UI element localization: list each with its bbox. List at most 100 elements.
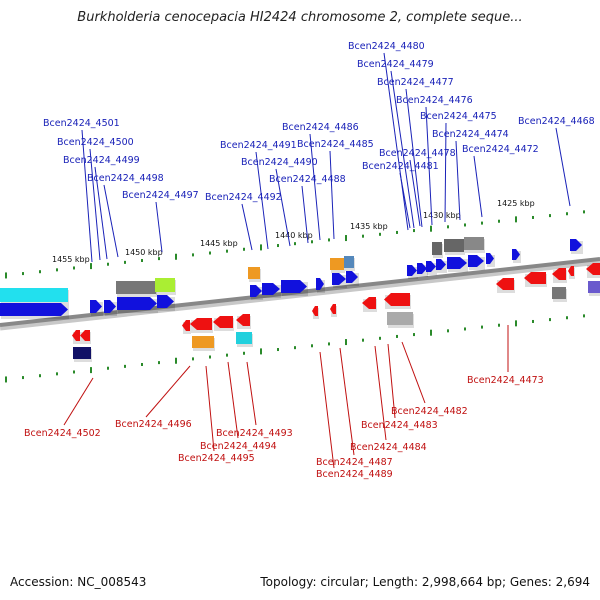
reverse-gene	[384, 293, 410, 306]
forward-gene	[486, 253, 494, 264]
forward-leader-line	[555, 127, 571, 207]
forward-gene-label: Bcen2424_4472	[462, 144, 539, 155]
forward-leader-line	[155, 201, 163, 253]
lower-tick	[243, 351, 245, 355]
lower-tick	[447, 329, 449, 333]
lower-tick	[158, 361, 160, 365]
upper-tick	[107, 262, 109, 266]
lower-tick	[107, 366, 109, 370]
reverse-leader-line	[401, 341, 426, 404]
reverse-leader-line	[63, 377, 94, 426]
reverse-gene	[330, 304, 336, 314]
forward-gene	[332, 273, 346, 285]
reverse-gene	[312, 306, 318, 316]
reverse-gene	[524, 272, 546, 284]
reverse-leader-line	[319, 351, 335, 469]
lower-tick	[532, 319, 534, 323]
reverse-leader-line	[227, 361, 239, 439]
lower-tick	[226, 353, 228, 357]
forward-leader-line	[399, 172, 411, 229]
reverse-gene-label: Bcen2424_4484	[350, 442, 427, 453]
forward-leader-line	[255, 151, 269, 250]
forward-leader-line	[390, 70, 415, 229]
lower-tick	[515, 320, 517, 327]
kbp-tick-label: 1425 kbp	[497, 199, 535, 208]
other-gene	[344, 256, 354, 268]
other-gene	[73, 347, 91, 359]
forward-leader-line	[455, 140, 461, 221]
lower-tick	[277, 348, 279, 352]
label-layer: Bcen2424_4480Bcen2424_4479Bcen2424_4477B…	[24, 41, 595, 480]
forward-gene-label: Bcen2424_4491	[220, 140, 297, 151]
forward-gene-label: Bcen2424_4485	[297, 139, 374, 150]
kbp-tick-label: 1435 kbp	[350, 222, 388, 231]
upper-tick	[566, 212, 568, 216]
lower-tick	[464, 327, 466, 331]
lower-tick	[413, 333, 415, 337]
lower-tick	[328, 342, 330, 346]
forward-leader-line	[383, 52, 409, 231]
reverse-gene	[213, 316, 233, 328]
reverse-gene-label: Bcen2424_4487	[316, 457, 393, 468]
lower-tick	[549, 318, 551, 322]
lower-tick	[396, 334, 398, 338]
forward-gene	[117, 297, 157, 310]
reverse-leader-line	[339, 347, 355, 456]
lower-tick	[311, 344, 313, 348]
upper-tick	[498, 219, 500, 223]
forward-gene	[281, 280, 307, 293]
upper-tick	[311, 240, 313, 244]
other-gene	[0, 288, 68, 302]
forward-leader-line	[409, 159, 421, 227]
forward-gene-label: Bcen2424_4488	[269, 174, 346, 185]
forward-gene	[512, 249, 520, 260]
other-gene	[444, 239, 464, 252]
forward-gene-label: Bcen2424_4478	[379, 148, 456, 159]
upper-tick	[549, 214, 551, 218]
forward-gene	[407, 265, 417, 276]
lower-tick	[56, 372, 58, 376]
forward-leader-line	[94, 166, 108, 260]
lower-tick	[362, 338, 364, 342]
forward-gene	[570, 239, 582, 251]
reverse-leader-line	[145, 365, 191, 418]
lower-tick	[22, 376, 24, 380]
reverse-gene-label: Bcen2424_4495	[178, 453, 255, 464]
forward-gene-label: Bcen2424_4492	[205, 192, 282, 203]
forward-gene	[316, 278, 324, 290]
reverse-gene	[236, 314, 250, 326]
reverse-gene-label: Bcen2424_4494	[200, 441, 277, 452]
forward-leader-line	[275, 168, 291, 247]
upper-tick	[175, 253, 177, 260]
lower-tick	[5, 376, 7, 383]
upper-tick	[56, 268, 58, 272]
kbp-tick-label: 1450 kbp	[125, 248, 163, 257]
reverse-gene	[190, 318, 212, 330]
reverse-leader-line	[246, 361, 257, 426]
forward-leader-line	[329, 150, 335, 240]
forward-leader-line	[301, 185, 309, 244]
forward-leader-line	[241, 203, 253, 251]
reverse-gene-label: Bcen2424_4502	[24, 428, 101, 439]
upper-tick	[583, 210, 585, 214]
forward-gene	[346, 271, 358, 283]
other-gene	[116, 281, 156, 294]
upper-tick	[141, 258, 143, 262]
other-gene	[248, 267, 260, 279]
forward-gene-label: Bcen2424_4480	[348, 41, 425, 52]
forward-gene	[90, 300, 102, 313]
forward-gene-label: Bcen2424_4477	[377, 77, 454, 88]
forward-gene	[157, 295, 174, 308]
upper-tick	[39, 270, 41, 274]
forward-gene-label: Bcen2424_4481	[362, 161, 439, 172]
upper-tick	[192, 253, 194, 257]
lower-tick	[583, 314, 585, 318]
forward-gene	[436, 259, 446, 270]
lower-tick	[345, 339, 347, 346]
topology-text: Topology: circular; Length: 2,998,664 bp…	[260, 575, 590, 589]
reverse-gene	[568, 266, 574, 276]
map-title: Burkholderia cenocepacia HI2424 chromoso…	[77, 10, 523, 25]
upper-tick	[481, 221, 483, 225]
other-gene	[330, 258, 344, 270]
